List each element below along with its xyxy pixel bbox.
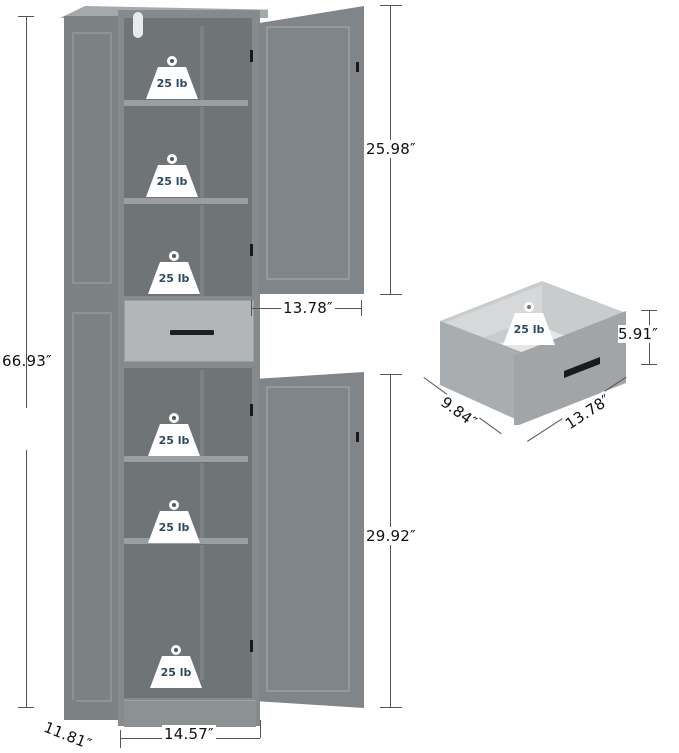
total-height-line bbox=[26, 16, 27, 408]
upper-shelf-1 bbox=[124, 100, 248, 107]
upper-height-tick-top bbox=[380, 5, 402, 6]
interior-width-tick-left bbox=[251, 300, 252, 316]
upper-interior bbox=[124, 18, 252, 296]
lower-height-label: 29.92″ bbox=[366, 527, 416, 545]
weight-icon bbox=[148, 500, 200, 543]
upper-shelf-2 bbox=[124, 198, 248, 205]
lower-shelf-1 bbox=[124, 456, 248, 463]
lower-height-tick-top bbox=[380, 374, 402, 375]
weight-label: 25 lb bbox=[513, 323, 545, 336]
weight-badge-drawer: 25 lb bbox=[503, 301, 555, 345]
weight-label: 25 lb bbox=[156, 77, 188, 90]
total-height-tick-bottom bbox=[18, 707, 34, 708]
lower-door-hinge-bottom bbox=[250, 640, 253, 652]
lower-door-panel bbox=[266, 386, 350, 692]
base-width-label: 14.57″ bbox=[162, 725, 216, 743]
interior-width-tick-right bbox=[361, 300, 362, 316]
upper-door-magnet bbox=[356, 62, 359, 72]
base-width-tick-right bbox=[260, 720, 261, 738]
upper-door-hinge-bottom bbox=[250, 244, 253, 256]
drawer-height-tick-top bbox=[641, 310, 657, 311]
weight-icon bbox=[148, 251, 200, 294]
weight-badge-upper-2: 25 lb bbox=[146, 153, 198, 197]
total-height-label: 66.93″ bbox=[2, 352, 52, 370]
interior-width-label: 13.78″ bbox=[281, 299, 335, 317]
base-width-tick-left bbox=[120, 730, 121, 748]
total-height-line-lower bbox=[26, 450, 27, 708]
lower-door-hinge-top bbox=[250, 404, 253, 416]
light-fixture bbox=[133, 12, 143, 38]
weight-label: 25 lb bbox=[156, 175, 188, 188]
weight-icon bbox=[146, 154, 198, 197]
cabinet-base bbox=[124, 700, 256, 727]
lower-door[interactable] bbox=[258, 372, 364, 708]
weight-label: 25 lb bbox=[160, 666, 192, 679]
upper-height-tick-bottom bbox=[380, 294, 402, 295]
weight-badge-lower-1: 25 lb bbox=[148, 412, 200, 456]
lower-height-tick-bottom bbox=[380, 707, 402, 708]
upper-back-divider bbox=[200, 26, 204, 296]
lower-back-divider bbox=[200, 370, 204, 680]
upper-door-panel bbox=[266, 26, 350, 280]
left-side-upper-frame bbox=[72, 32, 112, 284]
drawer-height-label: 5.91″ bbox=[618, 325, 659, 343]
weight-label: 25 lb bbox=[158, 434, 190, 447]
drawer-handle[interactable] bbox=[170, 330, 214, 335]
upper-door-hinge-top bbox=[250, 50, 253, 62]
weight-badge-lower-3: 25 lb bbox=[150, 644, 202, 688]
drawer-illustration bbox=[440, 281, 626, 425]
weight-badge-lower-2: 25 lb bbox=[148, 499, 200, 543]
weight-icon bbox=[150, 645, 202, 688]
weight-badge-upper-1: 25 lb bbox=[146, 55, 198, 99]
drawer-height-tick-bottom bbox=[641, 364, 657, 365]
weight-icon bbox=[146, 56, 198, 99]
weight-label: 25 lb bbox=[158, 272, 190, 285]
upper-height-label: 25.98″ bbox=[366, 140, 416, 158]
lower-door-magnet bbox=[356, 432, 359, 442]
weight-icon bbox=[503, 302, 555, 345]
left-side-lower-frame bbox=[72, 312, 112, 702]
total-height-tick-top bbox=[18, 16, 34, 17]
weight-label: 25 lb bbox=[158, 521, 190, 534]
base-depth-label: 11.81″ bbox=[41, 718, 95, 753]
cabinet-leg bbox=[66, 700, 76, 712]
weight-icon bbox=[148, 413, 200, 456]
weight-badge-upper-3: 25 lb bbox=[148, 250, 200, 294]
upper-door[interactable] bbox=[258, 6, 364, 294]
